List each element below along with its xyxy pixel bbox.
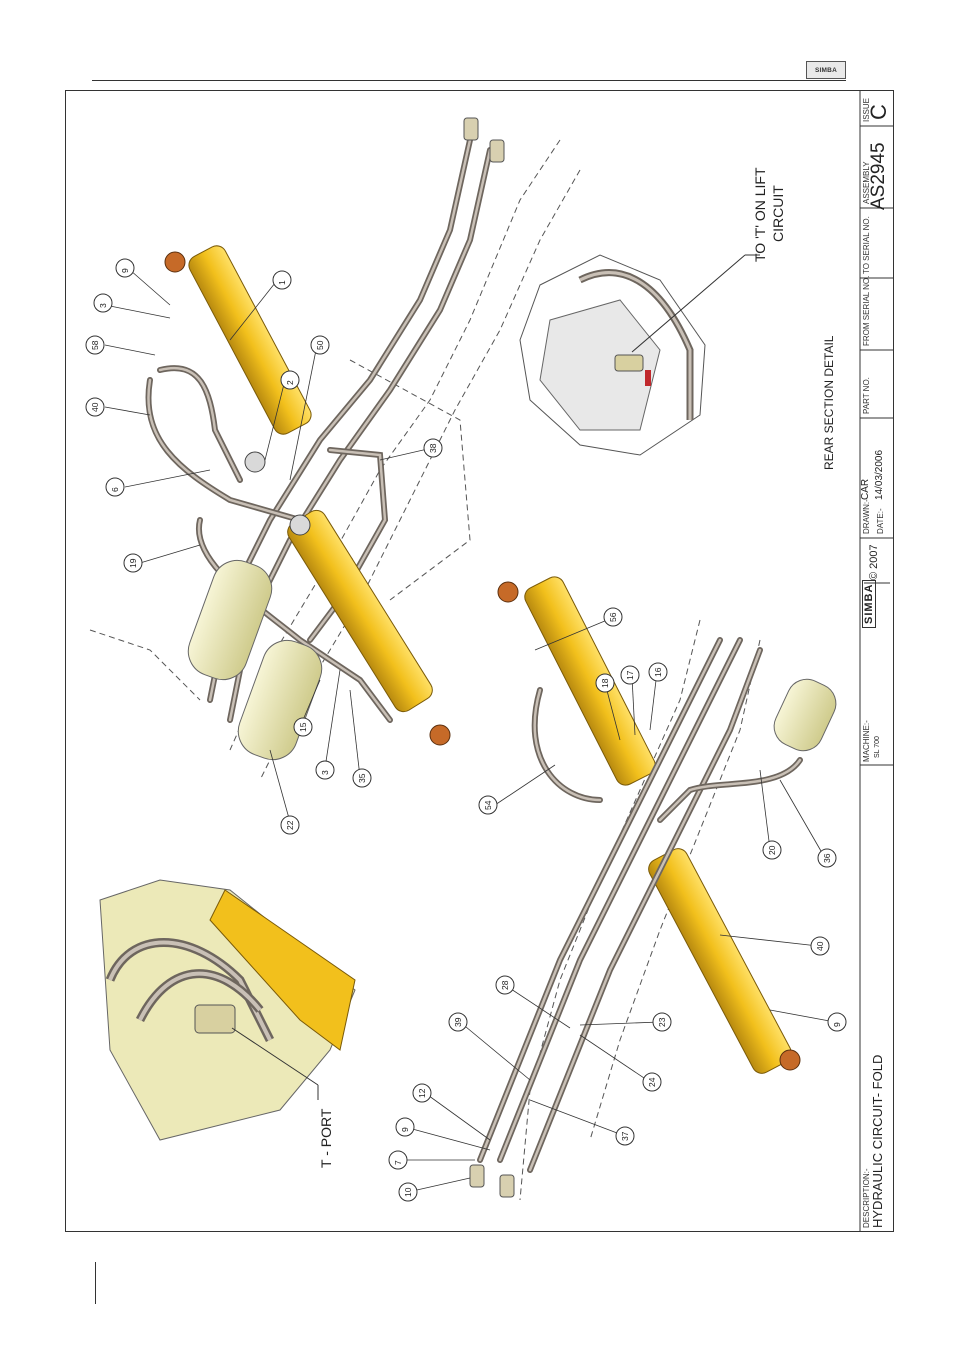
- rear-section-detail-inset: [519, 254, 760, 456]
- callout-circle: [115, 258, 135, 278]
- callout-circle: [478, 795, 498, 815]
- callout-circle: [620, 665, 640, 685]
- part-no-label: PART NO.: [862, 377, 871, 414]
- callout-circle: [423, 438, 443, 458]
- callout-circle: [615, 1126, 635, 1146]
- callout-circle: [352, 768, 372, 788]
- cylinder-upper-left: [164, 245, 312, 473]
- drawn-value: CAR: [860, 478, 871, 500]
- callout-circle: [272, 270, 292, 290]
- to-serial-label: TO SERIAL NO.: [862, 216, 871, 274]
- lower-hoses: [477, 637, 803, 1173]
- cylinder-lower-top: [497, 576, 656, 786]
- cylinder-upper-right: [287, 509, 451, 746]
- from-serial-label: FROM SERIAL NO.: [862, 275, 871, 346]
- t-port-detail-inset: [99, 879, 356, 1141]
- copyright: © 2007: [868, 544, 880, 580]
- header-rule: [92, 80, 846, 81]
- callout-circle: [762, 840, 782, 860]
- callout-circle: [395, 1117, 415, 1137]
- footer-rule: [95, 1262, 96, 1304]
- callout-circle: [817, 848, 837, 868]
- machine-value: SL 700: [874, 736, 881, 758]
- callout-circle: [412, 1083, 432, 1103]
- description-value: HYDRAULIC CIRCUIT- FOLD: [870, 1054, 885, 1228]
- callout-circle: [648, 662, 668, 682]
- callout-circle: [280, 815, 300, 835]
- date-value: 14/03/2006: [874, 449, 885, 500]
- machine-label: MACHINE:-: [862, 720, 871, 762]
- simba-logo: SIMBA: [806, 61, 846, 79]
- callout-balloons: [85, 258, 847, 1202]
- date-label: DATE:-: [876, 508, 885, 534]
- cylinder-lower-bottom: [648, 848, 801, 1074]
- callout-circle: [495, 975, 515, 995]
- callout-circle: [280, 370, 300, 390]
- callout-circle: [85, 397, 105, 417]
- simba-brand-mark: SIMBA: [862, 579, 876, 628]
- callout-circle: [85, 335, 105, 355]
- drawn-label: DRAWN:-: [862, 499, 871, 534]
- callout-circle: [315, 760, 335, 780]
- callout-circle: [827, 1012, 847, 1032]
- callout-circle: [810, 936, 830, 956]
- drawing-frame: [65, 90, 894, 1232]
- callout-circle: [93, 293, 113, 313]
- callout-circle: [388, 1150, 408, 1170]
- issue-value: C: [866, 104, 891, 120]
- callout-circle: [398, 1182, 418, 1202]
- callout-circle: [310, 335, 330, 355]
- callout-circle: [595, 673, 615, 693]
- hose-couplings-bottom: [469, 1164, 515, 1198]
- assembly-value: AS2945: [868, 142, 889, 210]
- callout-circle: [642, 1072, 662, 1092]
- callout-circle: [123, 553, 143, 573]
- callout-circle: [652, 1012, 672, 1032]
- leader-lines: [104, 269, 836, 1193]
- hose-couplings-top: [463, 117, 505, 163]
- callout-circle: [293, 717, 313, 737]
- callout-circle: [603, 607, 623, 627]
- callout-circle: [105, 477, 125, 497]
- callout-circle: [448, 1012, 468, 1032]
